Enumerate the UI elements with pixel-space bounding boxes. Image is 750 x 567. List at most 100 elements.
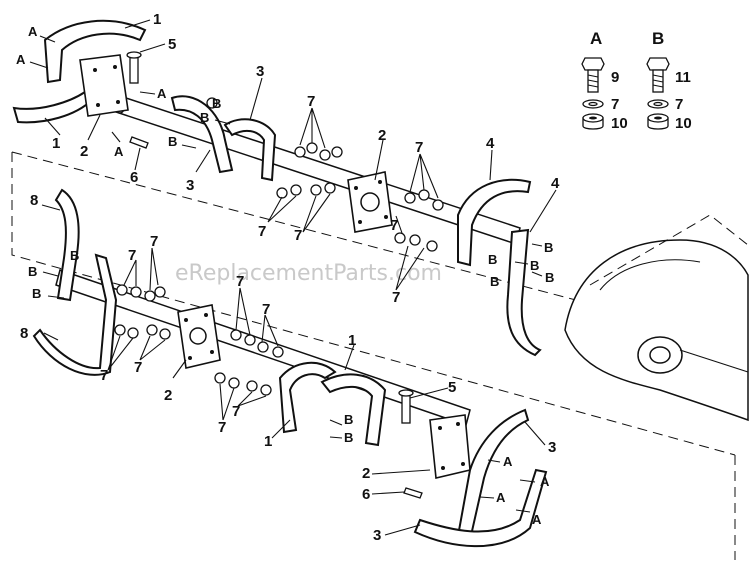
- tine-blade-3-lower-upper: [456, 408, 530, 542]
- callout-1-lower-right: 1: [348, 332, 356, 349]
- hub-plate-2-upper-left: [79, 54, 129, 117]
- callout-7-lower-g: 7: [218, 419, 226, 436]
- callout-letter-a-1: A: [16, 52, 26, 67]
- legend-b-washer-number: 7: [675, 96, 683, 113]
- tine-blade-1-lower-a: [278, 361, 337, 434]
- hardware-7-lower-group: [114, 284, 284, 396]
- tine-blade-1-lower-b: [320, 373, 387, 447]
- callout-letter-b-6: B: [168, 134, 177, 149]
- callout-labels: 1 5 1 2 6 3 3 7 2 7 7 7 7 7 4 4 8 7 7 7 …: [20, 11, 560, 544]
- callout-7-lower-c: 7: [236, 273, 244, 290]
- callout-7-lower-f: 7: [134, 359, 142, 376]
- pin-6-upper: [129, 136, 149, 149]
- callout-3-upper-left: 3: [186, 177, 194, 194]
- callout-2-lower-left: 2: [164, 387, 172, 404]
- callout-letter-a-19: A: [496, 490, 506, 505]
- leader-lines: [41, 19, 557, 536]
- callout-letter-b-9: B: [545, 270, 554, 285]
- callout-3-lower-upper: 3: [548, 439, 556, 456]
- callout-7-upper-b: 7: [415, 139, 423, 156]
- lock-washer-7-icon-b: [647, 99, 669, 109]
- hardware-legend-b: B 11 7 10: [646, 29, 692, 132]
- callout-2-lower-right: 2: [362, 465, 370, 482]
- callout-7-lower-b: 7: [128, 247, 136, 264]
- callout-3-lower-lower: 3: [373, 527, 381, 544]
- callout-letter-a-3: A: [114, 144, 124, 159]
- callout-4-lower: 4: [551, 175, 560, 192]
- arrow-markers: [29, 35, 543, 513]
- pin-6-lower: [403, 487, 423, 499]
- bolt-11-icon: [646, 57, 670, 93]
- callout-letter-b-8: B: [530, 258, 539, 273]
- callout-6-upper: 6: [130, 169, 138, 186]
- callout-letter-b-11: B: [490, 274, 499, 289]
- callout-letter-b-16: B: [344, 430, 353, 445]
- callout-7-lower-e: 7: [100, 367, 108, 384]
- tine-blade-8-upper: [54, 188, 80, 302]
- tine-blade-8-lower: [32, 253, 118, 376]
- callout-7-upper-d: 7: [294, 227, 302, 244]
- callout-letter-a-2: A: [157, 86, 167, 101]
- legend-b-nut-number: 10: [675, 115, 692, 132]
- watermark: eReplacementParts.com: [175, 261, 442, 286]
- callout-letter-b-7: B: [544, 240, 553, 255]
- callout-7-lower-h: 7: [232, 403, 240, 420]
- callout-1-left: 1: [52, 135, 60, 152]
- tine-blade-3-upper-b: [223, 118, 277, 182]
- callout-letter-b-12: B: [70, 248, 79, 263]
- callout-7-lower-d: 7: [262, 301, 270, 318]
- legend-b-bolt-number: 11: [675, 69, 691, 86]
- tine-blade-3-lower-lower: [413, 468, 548, 548]
- hub-plate-2-upper-center: [347, 171, 393, 233]
- tine-blade-4-lower: [506, 228, 542, 357]
- legend-b-header: B: [652, 29, 664, 48]
- bolt-5-lower: [398, 389, 414, 424]
- callout-letter-b-15: B: [344, 412, 353, 427]
- legend-a-bolt-number: 9: [611, 69, 619, 86]
- letter-labels: A A A A B B B B B B B B B B B B B A A A …: [16, 24, 554, 527]
- callout-letter-b-14: B: [32, 286, 41, 301]
- callout-7-upper-e: 7: [390, 217, 398, 234]
- legend-a-nut-number: 10: [611, 115, 628, 132]
- callout-7-upper-c: 7: [258, 223, 266, 240]
- callout-8-upper: 8: [30, 192, 38, 209]
- callout-1-lower-left: 1: [264, 433, 272, 450]
- callout-letter-a-0: A: [28, 24, 38, 39]
- bolt-9-icon: [581, 57, 605, 93]
- bolt-5-upper: [126, 51, 142, 84]
- callout-letter-b-4: B: [200, 110, 209, 125]
- callout-letter-a-20: A: [532, 512, 542, 527]
- hub-plate-2-lower-left: [177, 304, 221, 369]
- callout-6-lower: 6: [362, 486, 370, 503]
- hub-plate-2-lower-right: [429, 414, 471, 479]
- callout-letter-b-13: B: [28, 264, 37, 279]
- callout-letter-a-17: A: [503, 454, 513, 469]
- hardware-legend-a: A 9 7 10: [581, 29, 628, 132]
- hardware-7-upper-group: [206, 97, 444, 252]
- callout-7-upper-a: 7: [307, 93, 315, 110]
- callout-4-upper: 4: [486, 135, 495, 152]
- tine-blade-4-upper: [457, 178, 532, 267]
- callout-letter-b-5: B: [212, 96, 221, 111]
- callout-3-upper-right: 3: [256, 63, 264, 80]
- nut-10-icon-a: [582, 113, 604, 130]
- legend-a-header: A: [590, 29, 602, 48]
- callout-1-top: 1: [153, 11, 161, 28]
- tine-blade-1-left: [12, 90, 94, 124]
- callout-letter-a-18: A: [540, 474, 550, 489]
- callout-7-lower-a: 7: [150, 233, 158, 250]
- callout-8-lower: 8: [20, 325, 28, 342]
- callout-letter-b-10: B: [488, 252, 497, 267]
- callout-5-top: 5: [168, 36, 176, 53]
- transmission-housing: [564, 214, 749, 422]
- callout-7-upper-f: 7: [392, 289, 400, 306]
- nut-10-icon-b: [647, 113, 669, 130]
- callout-5-lower: 5: [448, 379, 456, 396]
- legend-a-washer-number: 7: [611, 96, 619, 113]
- tine-blade-3-upper-a: [170, 95, 234, 174]
- tine-blade-1-upper: [43, 19, 147, 84]
- callout-2-upper-center: 2: [378, 127, 386, 144]
- lock-washer-7-icon-a: [582, 99, 604, 109]
- callout-2-upper-left: 2: [80, 143, 88, 160]
